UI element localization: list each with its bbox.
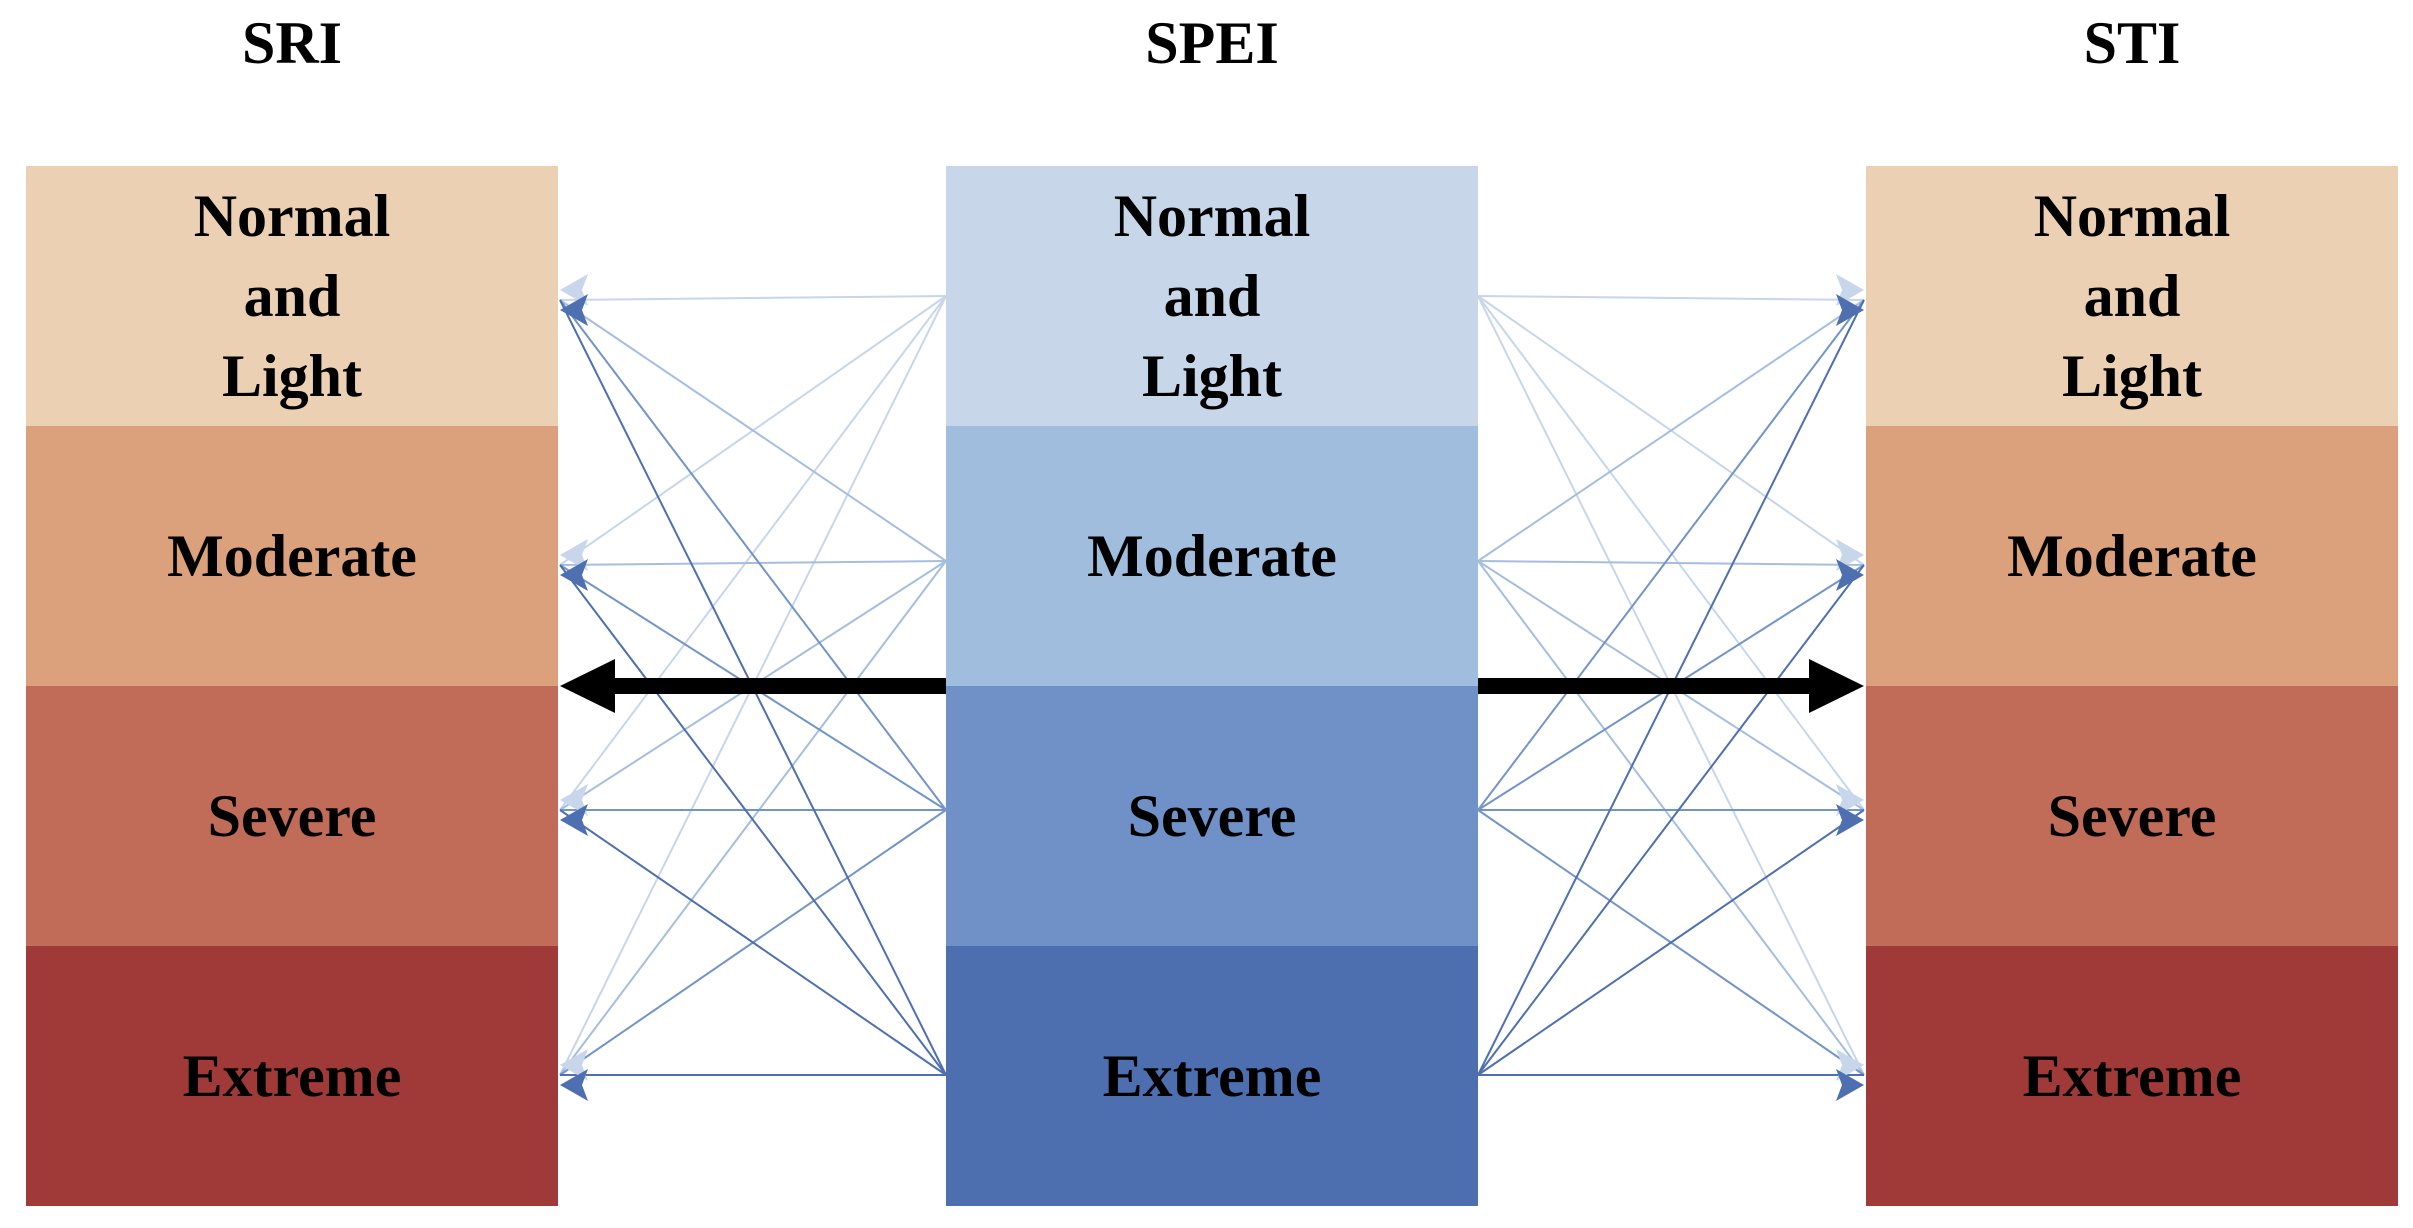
level-label: Severe (1127, 783, 1297, 849)
connector-spei-to-sri (559, 809, 947, 1076)
level-label: Extreme (1102, 1043, 1322, 1109)
level-label: Light (1141, 343, 1283, 409)
arrowhead-sri (560, 559, 588, 591)
level-label: Severe (207, 783, 377, 849)
level-label: Normal (1113, 183, 1311, 249)
sri-level-moderate: Moderate (26, 426, 558, 686)
level-label: Severe (2047, 783, 2217, 849)
level-label: and (1163, 263, 1261, 329)
arrowhead-sti (1836, 804, 1864, 836)
connector-spei-to-sri (559, 299, 947, 811)
connector-spei-to-sti (1477, 560, 1865, 1076)
spei-level-moderate: Moderate (946, 426, 1478, 686)
arrowhead-sti (1836, 1069, 1864, 1101)
connector-spei-to-sri (559, 295, 947, 811)
sti-column: Normal and Light Moderate Severe Extreme (1866, 166, 2398, 1206)
sti-heading: STI (2083, 10, 2181, 76)
level-label: Moderate (2007, 523, 2257, 589)
sri-column: Normal and Light Moderate Severe Extreme (26, 166, 558, 1206)
connector-spei-to-sri (559, 560, 947, 566)
level-label: Moderate (1087, 523, 1337, 589)
level-label: Normal (2033, 183, 2231, 249)
level-label: Light (221, 343, 363, 409)
connector-spei-to-sri (559, 560, 947, 1076)
level-label: and (243, 263, 341, 329)
arrowhead-sri (560, 804, 588, 836)
sti-level-extreme: Extreme (1866, 946, 2398, 1206)
main-arrow-right-head (1809, 659, 1864, 713)
spei-level-extreme: Extreme (946, 946, 1478, 1206)
arrowhead-sti (1836, 559, 1864, 591)
sri-level-severe: Severe (26, 686, 558, 946)
sri-level-extreme: Extreme (26, 946, 558, 1206)
arrowhead-sri (560, 294, 588, 326)
level-label: Moderate (167, 523, 417, 589)
connector-spei-to-sri (559, 299, 947, 562)
connector-spei-to-sti (1477, 560, 1865, 566)
sti-level-normal-light: Normal and Light (1866, 166, 2398, 426)
main-arrow-left-head (560, 659, 615, 713)
level-label: Extreme (182, 1043, 402, 1109)
arrowhead-sri (560, 1069, 588, 1101)
arrowhead-sti (1836, 294, 1864, 326)
connector-spei-to-sti (1477, 564, 1865, 1076)
level-label: Normal (193, 183, 391, 249)
level-label: Extreme (2022, 1043, 2242, 1109)
spei-column: Normal and Light Moderate Severe Extreme (946, 166, 1478, 1206)
connector-spei-to-sti (1477, 299, 1865, 562)
connector-spei-to-sti (1477, 299, 1865, 811)
sti-level-severe: Severe (1866, 686, 2398, 946)
sti-level-moderate: Moderate (1866, 426, 2398, 686)
connector-spei-to-sri (559, 564, 947, 1076)
connector-spei-to-sti (1477, 295, 1865, 301)
spei-level-severe: Severe (946, 686, 1478, 946)
connector-spei-to-sti (1477, 295, 1865, 811)
spei-level-normal-light: Normal and Light (946, 166, 1478, 426)
connector-spei-to-sri (559, 295, 947, 301)
sri-level-normal-light: Normal and Light (26, 166, 558, 426)
sri-heading: SRI (241, 10, 343, 76)
connector-spei-to-sti (1477, 809, 1865, 1076)
spei-heading: SPEI (1145, 10, 1279, 76)
level-label: Light (2061, 343, 2203, 409)
level-label: and (2083, 263, 2181, 329)
